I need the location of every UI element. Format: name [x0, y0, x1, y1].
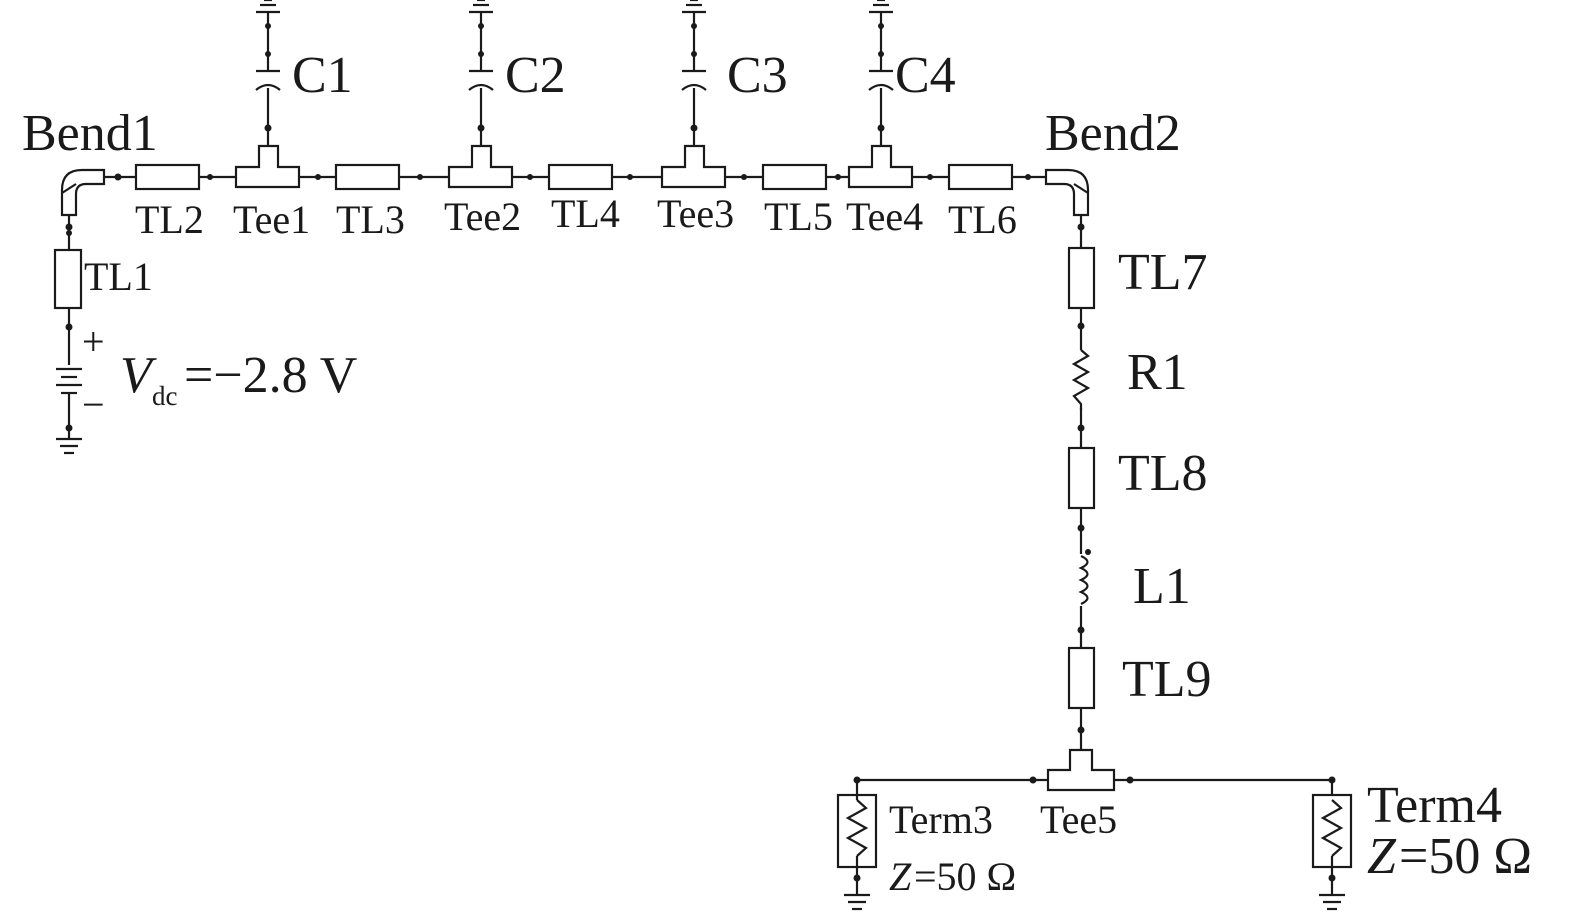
tl3-component [315, 163, 423, 191]
tl3-label: TL3 [336, 197, 405, 242]
tl9-component [1067, 646, 1096, 734]
tl5-label: TL5 [764, 194, 833, 239]
ground-symbol-term4 [1319, 893, 1345, 911]
v-subscript: dc [152, 381, 178, 411]
term3-impedance-label: Z =50 Ω [889, 854, 1016, 899]
tl9-label: TL9 [1122, 651, 1212, 708]
tl7-label: TL7 [1118, 244, 1208, 301]
source-minus-label: − [82, 382, 105, 427]
dc-voltage-source [56, 367, 82, 438]
ground-symbol-c4 [869, 0, 893, 14]
term4-z-value: =50 Ω [1399, 828, 1532, 885]
tl2-label: TL2 [135, 197, 204, 242]
tl5-component [741, 163, 841, 191]
capacitor-c4 [868, 12, 894, 146]
tl8-component [1067, 446, 1096, 532]
ground-symbol-source [56, 437, 82, 455]
term3-z-symbol: Z [889, 854, 912, 899]
tl6-component [927, 163, 1031, 191]
tl8-label: TL8 [1118, 445, 1208, 502]
term3-label: Term3 [889, 797, 993, 842]
bend1-label: Bend1 [22, 105, 158, 162]
bend2 [1044, 168, 1090, 231]
c1-label: C1 [292, 47, 353, 104]
capacitor-c1 [255, 12, 281, 146]
tl2-component [134, 163, 213, 191]
capacitor-c2 [468, 12, 494, 146]
term3-component [836, 776, 878, 894]
ground-symbol-c3 [682, 0, 706, 14]
term3-z-value: =50 Ω [914, 854, 1016, 899]
resistor-r1 [1070, 349, 1092, 432]
tee5-component [1029, 748, 1134, 792]
tee4-label: Tee4 [846, 194, 923, 239]
c4-label: C4 [895, 47, 956, 104]
tee5-label: Tee5 [1040, 797, 1117, 842]
term4-label: Term4 [1367, 777, 1502, 834]
tee2-label: Tee2 [444, 194, 521, 239]
bend2-label: Bend2 [1045, 105, 1181, 162]
tee3-component [660, 124, 727, 189]
tl7-component [1067, 246, 1096, 330]
v-symbol: V [120, 347, 157, 404]
ground-symbol-c1 [256, 0, 280, 14]
source-plus-label: + [82, 319, 105, 364]
tl4-label: TL4 [551, 191, 620, 236]
term4-z-symbol: Z [1367, 828, 1397, 885]
tee1-label: Tee1 [233, 197, 310, 242]
v-value: =−2.8 V [184, 347, 357, 404]
tl1-component [53, 230, 83, 331]
c3-label: C3 [727, 47, 788, 104]
tl4-component [527, 163, 633, 191]
inductor-l1 [1070, 549, 1092, 634]
l1-label: L1 [1133, 558, 1191, 615]
ground-symbol-c2 [469, 0, 493, 14]
term4-component [1311, 776, 1353, 894]
source-voltage-label: V dc =−2.8 V [120, 347, 357, 411]
tl1-label: TL1 [84, 254, 153, 299]
r1-label: R1 [1127, 344, 1188, 401]
capacitor-c3 [681, 12, 707, 146]
c2-label: C2 [505, 47, 566, 104]
bend1 [60, 168, 122, 231]
ground-symbol-term3 [844, 893, 870, 911]
tl6-label: TL6 [948, 197, 1017, 242]
term4-impedance-label: Z =50 Ω [1367, 828, 1532, 885]
tee3-label: Tee3 [657, 191, 734, 236]
